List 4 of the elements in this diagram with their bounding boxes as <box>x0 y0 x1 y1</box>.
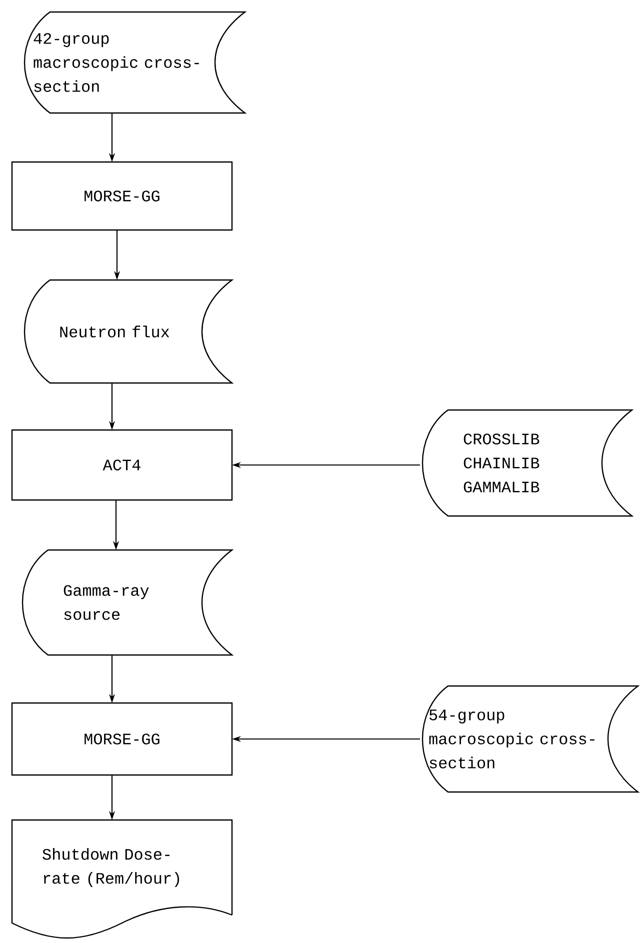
process-box: ACT4 <box>11 429 233 501</box>
document-shape: Shutdown Dose-rate (Rem/hour) <box>11 819 233 939</box>
process-box: MORSE-GG <box>11 161 233 231</box>
process-box: MORSE-GG <box>11 702 233 776</box>
